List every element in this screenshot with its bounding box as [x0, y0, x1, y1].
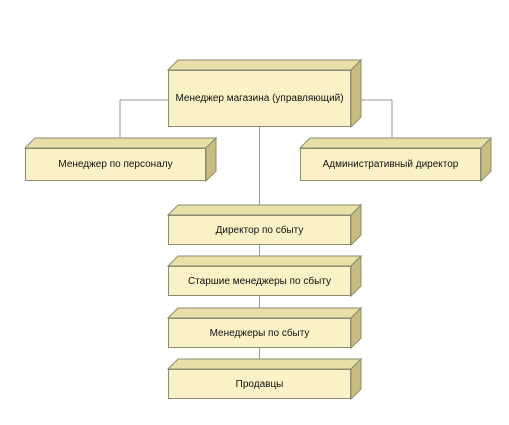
senior-sales-managers-box: Старшие менеджеры по сбыту [168, 266, 351, 296]
store-manager-label: Менеджер магазина (управляющий) [175, 93, 344, 104]
sales-director-box: Директор по сбыту [168, 215, 351, 245]
sales-director-box-side-face [350, 203, 362, 247]
hr-manager-box: Менеджер по персоналу [25, 148, 206, 181]
sellers-label: Продавцы [235, 378, 284, 390]
senior-sales-managers-box-top-face [166, 255, 363, 267]
admin-director-box-side-face [480, 136, 492, 183]
senior-sales-managers-label: Старшие менеджеры по сбыту [187, 275, 332, 287]
sales-managers-box: Менеджеры по сбыту [168, 318, 351, 348]
hr-manager-label: Менеджер по персоналу [58, 159, 173, 170]
hr-manager-box-top-face [23, 137, 218, 149]
hr-manager-box-side-face [205, 136, 217, 183]
store-manager-box-top-face [166, 59, 363, 71]
sellers-box: Продавцы [168, 369, 351, 399]
admin-director-box-top-face [298, 137, 493, 149]
store-manager-box-side-face [350, 58, 362, 129]
admin-director-box: Административный директор [300, 148, 481, 181]
sales-managers-label: Менеджеры по сбыту [209, 327, 310, 339]
store-manager-box: Менеджер магазина (управляющий) [168, 70, 351, 127]
sales-managers-box-side-face [350, 306, 362, 350]
sellers-box-top-face [166, 358, 363, 370]
senior-sales-managers-box-side-face [350, 254, 362, 298]
sellers-box-side-face [350, 357, 362, 401]
sales-director-label: Директор по сбыту [215, 224, 304, 236]
admin-director-label: Административный директор [322, 159, 459, 170]
sales-managers-box-top-face [166, 307, 363, 319]
sales-director-box-top-face [166, 204, 363, 216]
